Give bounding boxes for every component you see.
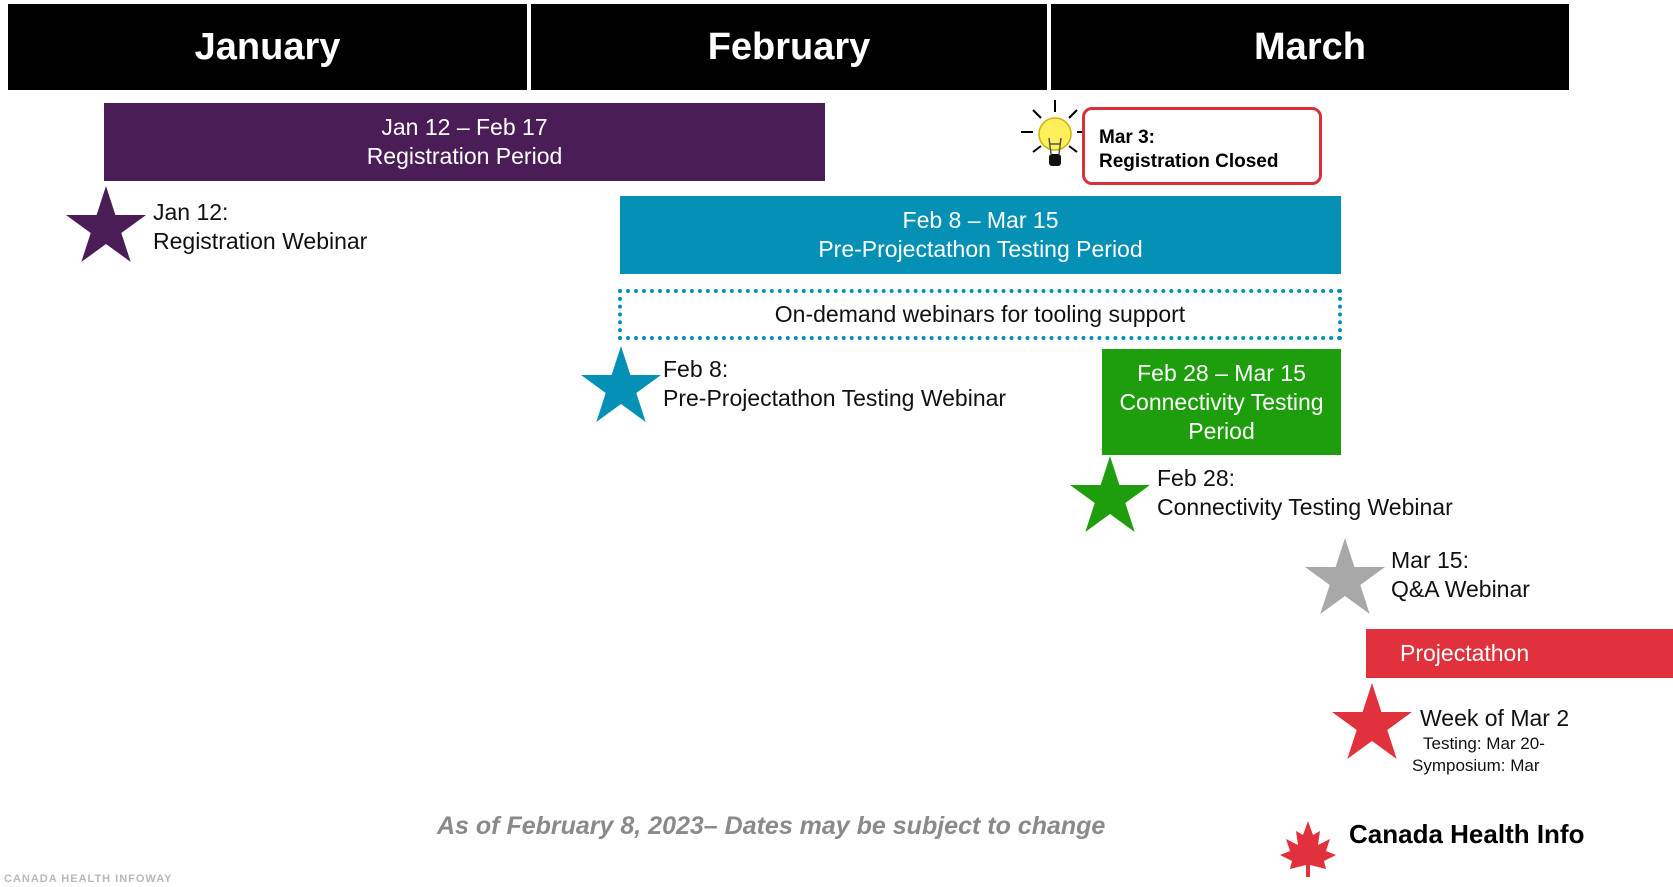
registration-webinar-label: Jan 12: Registration Webinar [153, 199, 368, 254]
connectivity-period-bar: Feb 28 – Mar 15 Connectivity Testing Per… [1102, 349, 1341, 455]
projectathon-testing-label: Testing: Mar 20- [1423, 734, 1545, 753]
connectivity-period-label-1: Connectivity Testing [1119, 388, 1324, 415]
projectathon-bar: Projectathon [1366, 629, 1673, 678]
on-demand-webinars-label: On-demand webinars for tooling support [774, 301, 1186, 327]
month-january: January [8, 4, 527, 90]
brand-name: Canada Health Info [1349, 819, 1585, 849]
connectivity-webinar-label: Feb 28: Connectivity Testing Webinar [1157, 465, 1453, 520]
registration-period-bar: Jan 12 – Feb 17 Registration Period [104, 103, 825, 181]
maple-leaf-icon [1278, 817, 1338, 877]
registration-closed-label: Registration Closed [1099, 151, 1279, 172]
testing-period-dates: Feb 8 – Mar 15 [902, 207, 1059, 233]
connectivity-period-label-2: Period [1188, 417, 1255, 444]
testing-period-bar: Feb 8 – Mar 15 Pre-Projectathon Testing … [620, 196, 1341, 274]
qa-webinar-label: Mar 15: Q&A Webinar [1391, 547, 1530, 602]
lightbulb-icon [1017, 98, 1087, 178]
connectivity-period-dates: Feb 28 – Mar 15 [1137, 359, 1306, 386]
star-icon [66, 186, 146, 262]
month-february: February [529, 4, 1047, 90]
registration-closed-date: Mar 3: [1099, 127, 1155, 148]
star-icon [581, 346, 661, 422]
footer-left-text: CANADA HEALTH INFOWAY [4, 873, 173, 885]
registration-period-label: Registration Period [366, 143, 563, 169]
projectathon-week-label: Week of Mar 2 [1420, 705, 1570, 731]
month-march: March [1049, 4, 1569, 90]
testing-webinar-label: Feb 8: Pre-Projectathon Testing Webinar [663, 356, 1007, 411]
registration-period-dates: Jan 12 – Feb 17 [381, 114, 548, 140]
projectathon-label: Projectathon [1400, 640, 1530, 666]
footer-note: As of February 8, 2023– Dates may be sub… [437, 812, 1106, 840]
star-icon [1070, 456, 1150, 532]
registration-closed-callout: Mar 3: Registration Closed [1082, 107, 1322, 185]
star-icon [1332, 683, 1412, 759]
on-demand-webinars-box: On-demand webinars for tooling support [618, 289, 1342, 340]
star-icon [1305, 538, 1385, 614]
projectathon-symposium-label: Symposium: Mar [1412, 756, 1540, 775]
testing-period-label: Pre-Projectathon Testing Period [818, 236, 1143, 262]
